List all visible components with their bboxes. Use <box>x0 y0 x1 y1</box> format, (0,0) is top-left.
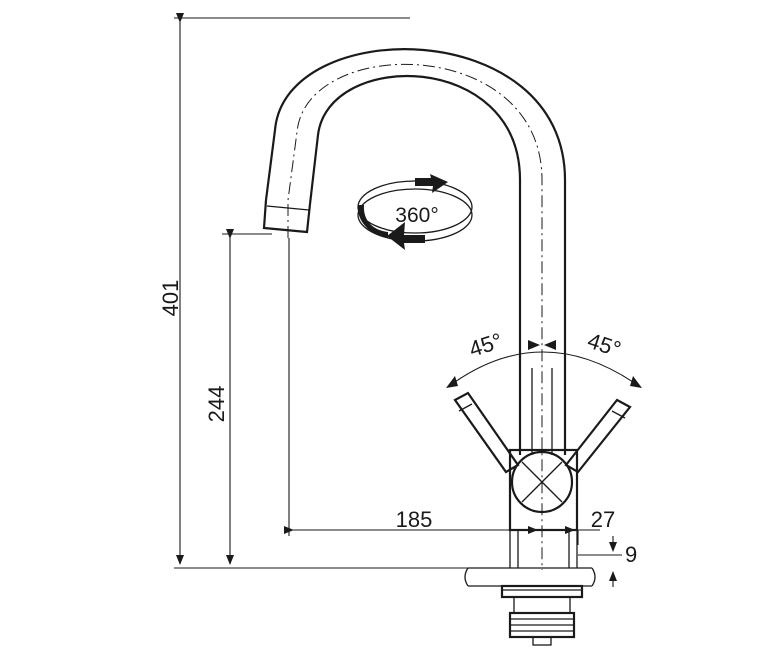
rotation-arrow-icon <box>415 174 448 193</box>
label-reach: 185 <box>396 507 433 532</box>
dimension-total-height: 401 <box>158 13 470 569</box>
label-rotation: 360° <box>395 204 438 227</box>
label-total-height: 401 <box>158 280 183 317</box>
label-angle-right: 45° <box>585 328 624 362</box>
handle-right <box>564 398 632 474</box>
angle-dimension: 45° 45° <box>446 328 642 388</box>
rotation-arrow-icon-lower <box>387 222 425 250</box>
label-deck-thickness: 9 <box>625 542 637 567</box>
dimension-reach: 185 <box>284 238 538 536</box>
rotation-indicator: 360° <box>357 174 473 250</box>
handle-left <box>453 391 520 474</box>
faucet-body <box>508 368 579 568</box>
dimension-spout-height: 244 <box>204 229 272 565</box>
label-base-width: 27 <box>591 507 615 532</box>
mounting-fixing <box>500 584 584 646</box>
label-angle-left: 45° <box>466 328 505 362</box>
dimension-base-width: 27 <box>560 507 615 545</box>
label-spout-height: 244 <box>204 386 229 423</box>
spout <box>262 48 567 570</box>
worktop <box>464 567 596 587</box>
dimension-deck-thickness: 9 <box>578 536 637 587</box>
